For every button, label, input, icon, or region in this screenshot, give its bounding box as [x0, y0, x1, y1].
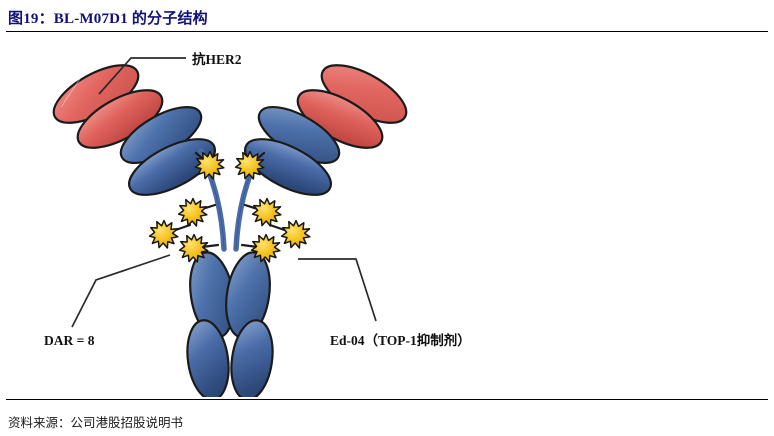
molecular-structure-diagram: 抗HER2 DAR = 8 Ed-04（TOP-1抑制剂）: [44, 42, 471, 397]
label-payload: Ed-04（TOP-1抑制剂）: [330, 332, 471, 348]
heavy-chain-fab-left: [119, 106, 216, 196]
fab-arm-right: [244, 64, 408, 196]
heavy-chain-domain-ch1-left: [128, 138, 216, 196]
figure-canvas: 抗HER2 DAR = 8 Ed-04（TOP-1抑制剂）: [0, 33, 774, 397]
fc-domain-ch3-right: [230, 319, 274, 397]
payload-star-2: [177, 197, 208, 227]
page-title: 图19：BL-M07D1 的分子结构: [8, 11, 208, 27]
source-note: 资料来源：公司港股招股说明书: [8, 416, 184, 430]
title-divider: [6, 31, 768, 32]
leader-line-antibody: [98, 57, 186, 95]
fab-arm-left: [52, 42, 216, 196]
leader-line-dar: [71, 254, 171, 328]
payload-star-6: [251, 197, 282, 227]
label-antibody: 抗HER2: [192, 51, 242, 67]
heavy-chain-fab-right: [244, 106, 341, 196]
heavy-chain-domain-ch1-right: [244, 138, 332, 196]
source-divider: [6, 399, 768, 400]
fc-region: [186, 251, 274, 397]
payload-star-4: [178, 233, 209, 263]
leader-lines: [71, 57, 377, 328]
leader-line-payload: [298, 258, 377, 322]
payload-star-3: [148, 219, 179, 249]
fc-domain-ch3-left: [186, 319, 230, 397]
label-dar: DAR = 8: [44, 333, 95, 348]
payload-star-7: [280, 219, 311, 249]
